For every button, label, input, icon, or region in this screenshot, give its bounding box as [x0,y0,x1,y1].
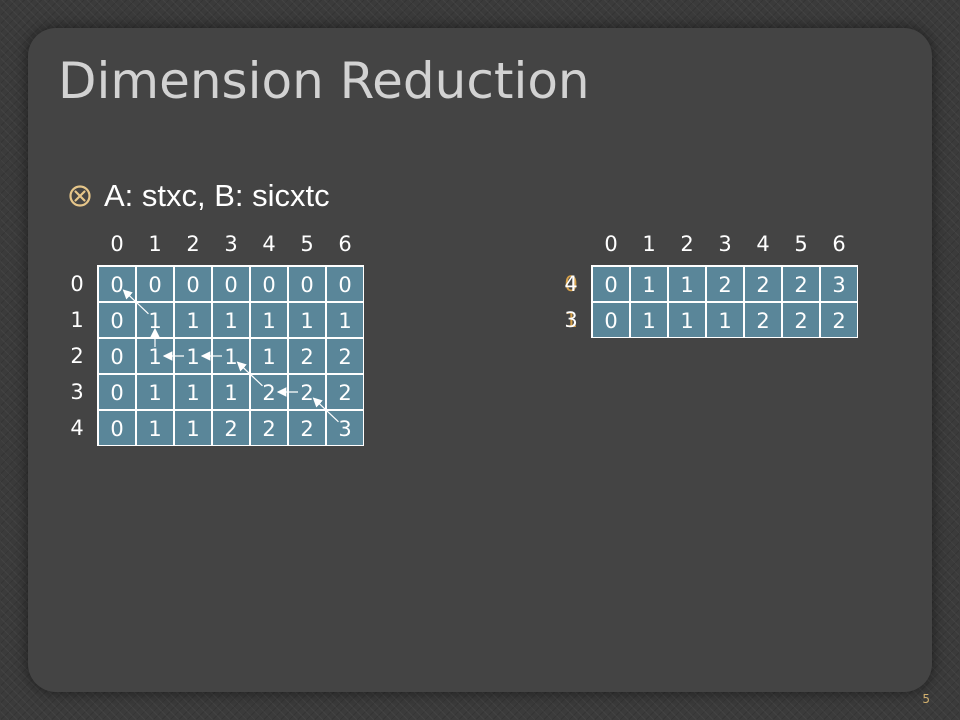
right-table-cell: 0 [592,302,630,338]
right-col-header: 2 [680,232,694,256]
left-table-cell: 0 [288,266,326,302]
left-col-header: 2 [186,232,200,256]
left-table-cell: 0 [98,266,136,302]
right-table-cell: 2 [820,302,858,338]
right-row-header-glyph: 1 [564,308,578,332]
left-table-cell: 2 [288,410,326,446]
left-table-cell: 2 [326,338,364,374]
left-table-cell: 2 [212,410,250,446]
right-table-cell: 3 [820,266,858,302]
left-table-cell: 1 [136,410,174,446]
left-table-cell: 0 [98,374,136,410]
left-table-cell: 0 [174,266,212,302]
left-col-header: 0 [110,232,124,256]
right-col-header: 0 [604,232,618,256]
left-col-header: 6 [338,232,352,256]
left-table-cell: 0 [326,266,364,302]
left-row-header: 4 [70,416,84,440]
left-table-cell: 0 [98,302,136,338]
left-col-header: 4 [262,232,276,256]
left-table-cell: 2 [250,374,288,410]
right-table-cell: 2 [744,266,782,302]
right-col-header: 4 [756,232,770,256]
right-row-header-glyph: 4 [564,272,578,296]
left-table-cell: 1 [136,338,174,374]
left-table-cell: 2 [326,374,364,410]
bullet-item: A: stxc, B: sicxtc [68,178,330,214]
circled-cross-bullet-icon [68,184,92,208]
right-col-header: 6 [832,232,846,256]
right-col-header: 1 [642,232,656,256]
left-table-cell: 2 [250,410,288,446]
right-table-cell: 0 [592,266,630,302]
right-table-cell: 1 [668,302,706,338]
right-table-cell: 1 [630,266,668,302]
left-table-cell: 1 [326,302,364,338]
right-table-cell: 1 [706,302,744,338]
left-table-cell: 1 [212,302,250,338]
right-table-cell: 2 [782,302,820,338]
left-col-header: 3 [224,232,238,256]
right-col-header: 5 [794,232,808,256]
right-table-cell: 1 [630,302,668,338]
left-row-header: 3 [70,380,84,404]
left-table-cell: 1 [174,374,212,410]
bullet-text: A: stxc, B: sicxtc [104,178,330,213]
left-table-cell: 2 [288,374,326,410]
left-row-header: 2 [70,344,84,368]
left-row-header: 1 [70,308,84,332]
left-table-cell: 2 [288,338,326,374]
left-table-cell: 0 [98,338,136,374]
left-row-header: 0 [70,272,84,296]
left-table-cell: 1 [174,302,212,338]
right-table-cell: 1 [668,266,706,302]
right-table-cell: 2 [782,266,820,302]
left-table-cell: 1 [136,302,174,338]
right-table-cell: 2 [744,302,782,338]
left-table-cell: 1 [174,410,212,446]
left-col-header: 1 [148,232,162,256]
left-table-cell: 1 [288,302,326,338]
right-row-header-glyph: 0 [564,272,578,296]
left-table-cell: 1 [250,338,288,374]
left-table-cell: 0 [212,266,250,302]
left-table-cell: 1 [136,374,174,410]
left-col-header: 5 [300,232,314,256]
left-table-cell: 0 [98,410,136,446]
slide-title: Dimension Reduction [58,52,590,110]
page-number: 5 [922,692,930,706]
right-table-cell: 2 [706,266,744,302]
left-table-cell: 1 [250,302,288,338]
left-table-cell: 1 [212,374,250,410]
left-table-cell: 3 [326,410,364,446]
left-table-cell: 1 [212,338,250,374]
right-row-header-glyph: 3 [564,308,578,332]
left-table-cell: 0 [250,266,288,302]
left-table-cell: 0 [136,266,174,302]
right-col-header: 3 [718,232,732,256]
left-table-cell: 1 [174,338,212,374]
